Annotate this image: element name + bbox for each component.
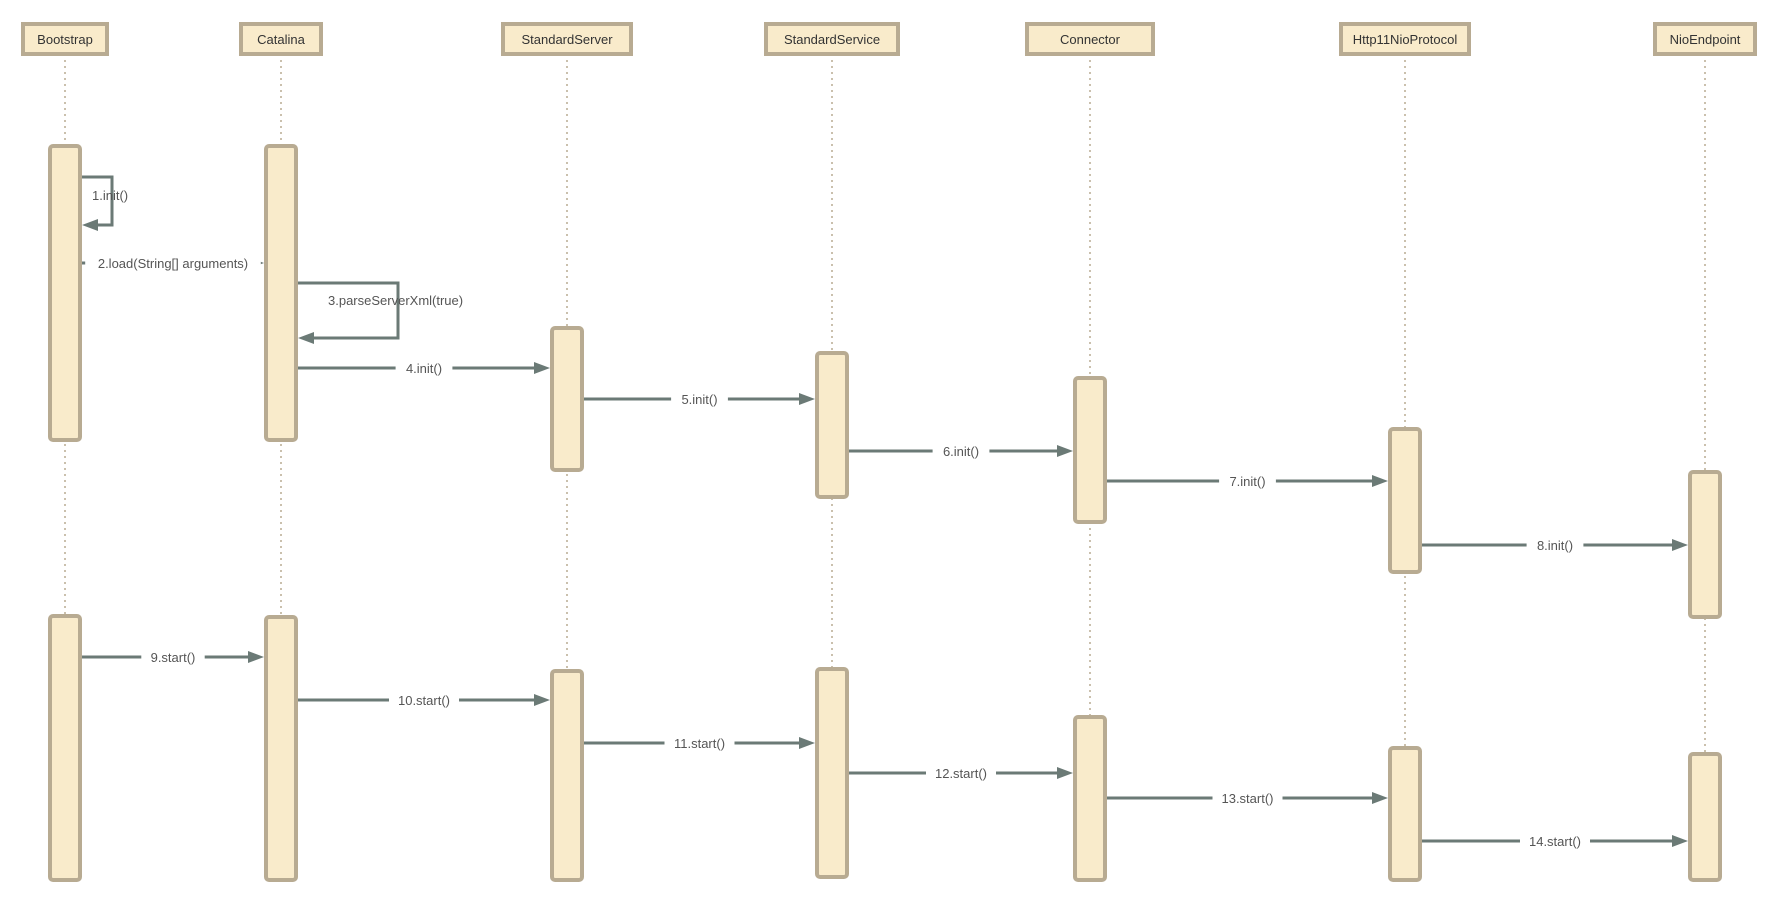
participant-connector: Connector [1025, 22, 1155, 56]
participant-label: NioEndpoint [1670, 32, 1741, 47]
message-label-background [1526, 537, 1584, 553]
message-label: 14.start() [1529, 834, 1581, 849]
activation-bar-bootstrap [48, 614, 82, 882]
participant-box [501, 22, 633, 56]
message-label-background [395, 360, 453, 376]
message-label: 5.init() [681, 392, 717, 407]
arrowhead [799, 393, 815, 405]
message-13: 13.start() [1107, 790, 1388, 806]
message-10: 10.start() [298, 692, 550, 708]
message-label-background [664, 735, 735, 751]
message-label: 2.load(String[] arguments) [98, 256, 248, 271]
lifelines [64, 54, 1706, 880]
message-label-background [671, 391, 728, 407]
participant-http11-nio-protocol: Http11NioProtocol [1339, 22, 1471, 56]
message-9: 9.start() [82, 649, 264, 665]
participant-label: StandardServer [521, 32, 613, 47]
message-line [82, 175, 114, 227]
message-label: 8.init() [1537, 538, 1573, 553]
participant-catalina: Catalina [239, 22, 323, 56]
arrowhead [298, 332, 314, 344]
activation-bar-connector [1073, 715, 1107, 882]
activation-bar-nio-endpoint [1688, 752, 1722, 882]
activation-bar-http11-nio-protocol [1388, 427, 1422, 574]
message-label-background [85, 255, 261, 271]
activation-bar-http11-nio-protocol [1388, 746, 1422, 882]
arrowhead [799, 737, 815, 749]
participant-nio-endpoint: NioEndpoint [1653, 22, 1757, 56]
arrowhead [534, 694, 550, 706]
message-label: 4.init() [406, 361, 442, 376]
message-label: 13.start() [1221, 791, 1273, 806]
message-label-background [926, 765, 996, 781]
message-label: 9.start() [151, 650, 196, 665]
messages: 1.init() 2.load(String[] arguments) 3.pars… [82, 175, 1688, 849]
message-label: 6.init() [943, 444, 979, 459]
arrowhead [1672, 539, 1688, 551]
message-label-background [389, 692, 459, 708]
message-14: 14.start() [1422, 833, 1688, 849]
activation-bar-standard-server [550, 326, 584, 472]
message-label-background [1219, 473, 1276, 489]
message-7: 7.init() [1107, 473, 1388, 489]
participant-label: Bootstrap [37, 32, 93, 47]
participant-label: StandardService [784, 32, 880, 47]
participant-box [764, 22, 900, 56]
arrowhead [1672, 835, 1688, 847]
message-label-background [932, 443, 990, 459]
participant-box [1653, 22, 1757, 56]
message-1: 1.init() [82, 175, 128, 231]
message-12: 12.start() [849, 765, 1073, 781]
participant-heads: Bootstrap Catalina StandardServer StandardS… [21, 22, 1757, 56]
arrowhead [1372, 475, 1388, 487]
arrowhead [534, 362, 550, 374]
message-3: 3.parseServerXml(true) [298, 281, 463, 344]
activation-bar-bootstrap [48, 144, 82, 442]
message-11: 11.start() [584, 735, 815, 751]
arrowhead [82, 219, 98, 231]
participant-box [1025, 22, 1155, 56]
message-label: 7.init() [1229, 474, 1265, 489]
message-6: 6.init() [849, 443, 1073, 459]
participant-standard-server: StandardServer [501, 22, 633, 56]
message-8: 8.init() [1422, 537, 1688, 553]
activation-bars [48, 144, 1722, 882]
message-label: 1.init() [92, 188, 128, 203]
arrowhead [248, 651, 264, 663]
activation-bar-standard-service [815, 351, 849, 499]
message-label: 3.parseServerXml(true) [328, 293, 463, 308]
participant-box [1339, 22, 1471, 56]
message-line [298, 281, 400, 340]
activation-bar-nio-endpoint [1688, 470, 1722, 619]
participant-standard-service: StandardService [764, 22, 900, 56]
participant-label: Connector [1060, 32, 1121, 47]
message-label: 10.start() [398, 693, 450, 708]
activation-bar-catalina [264, 615, 298, 882]
arrowhead [1057, 445, 1073, 457]
message-label-background [141, 649, 205, 665]
participant-bootstrap: Bootstrap [21, 22, 109, 56]
message-label-background [1212, 790, 1283, 806]
activation-bar-standard-service [815, 667, 849, 879]
message-label: 11.start() [674, 736, 725, 751]
participant-label: Catalina [257, 32, 305, 47]
participant-label: Http11NioProtocol [1353, 32, 1458, 47]
message-4: 4.init() [298, 360, 550, 376]
message-5: 5.init() [584, 391, 815, 407]
message-label-background [1520, 833, 1590, 849]
activation-bar-connector [1073, 376, 1107, 524]
arrowhead [1372, 792, 1388, 804]
activation-bar-catalina [264, 144, 298, 442]
participant-box [239, 22, 323, 56]
message-2: 2.load(String[] arguments) [82, 255, 264, 271]
arrowhead [1057, 767, 1073, 779]
message-label: 12.start() [935, 766, 987, 781]
participant-box [21, 22, 109, 56]
activation-bar-standard-server [550, 669, 584, 882]
